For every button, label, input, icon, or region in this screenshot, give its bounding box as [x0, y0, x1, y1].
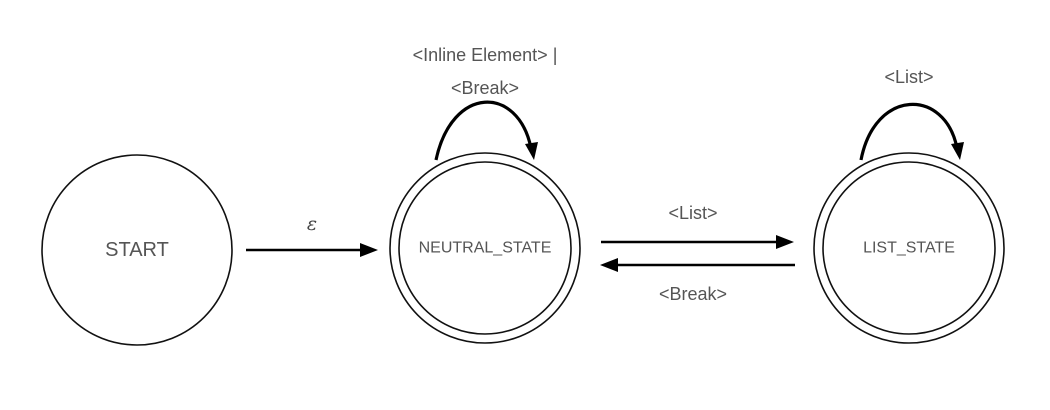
transition-list-to-neutral-label: <Break> [659, 284, 727, 304]
transition-neutral-to-list: <List> [601, 203, 794, 249]
state-list-label: LIST_STATE [863, 240, 955, 257]
transition-neutral-self-loop: <Inline Element> | <Break> [413, 45, 558, 161]
state-list: LIST_STATE [813, 152, 1005, 344]
state-start: START [41, 154, 233, 346]
state-neutral-outer-circle [389, 152, 581, 344]
state-start-label: START [105, 239, 169, 261]
transition-epsilon-label: ε [307, 213, 317, 235]
arrow-neutral-to-list-head [776, 235, 794, 249]
transition-list-loop-label: <List> [884, 67, 933, 87]
state-neutral: NEUTRAL_STATE [389, 152, 581, 344]
state-list-outer-circle [813, 152, 1005, 344]
state-list-inner-circle [822, 161, 996, 335]
loop-neutral-head [525, 142, 538, 160]
loop-list-head [951, 142, 964, 160]
transition-start-to-neutral: ε [246, 213, 378, 257]
transition-neutral-loop-label-line1: <Inline Element> | [413, 45, 558, 65]
loop-neutral-arc [434, 100, 533, 161]
arrow-list-to-neutral-head [600, 258, 618, 272]
state-neutral-inner-circle [398, 161, 572, 335]
arrow-start-to-neutral-head [360, 243, 378, 257]
transition-list-to-neutral: <Break> [600, 258, 795, 304]
transition-neutral-to-list-label: <List> [668, 203, 717, 223]
transition-list-self-loop: <List> [859, 67, 964, 161]
loop-list-arc [859, 102, 959, 161]
transition-neutral-loop-label-line2: <Break> [451, 78, 519, 98]
state-start-circle [41, 154, 233, 346]
state-neutral-label: NEUTRAL_STATE [419, 240, 552, 257]
